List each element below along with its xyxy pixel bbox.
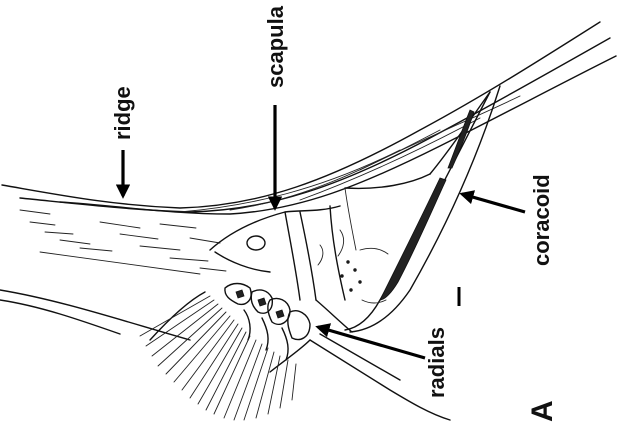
scapula-label: scapula bbox=[263, 5, 288, 88]
body-outline bbox=[2, 22, 616, 214]
coracoid-arrow-icon bbox=[462, 194, 525, 212]
body-hatching bbox=[0, 210, 226, 340]
scapula-shape bbox=[210, 206, 361, 300]
coracoid-label: coracoid bbox=[529, 174, 554, 266]
radials-label: radials bbox=[424, 327, 449, 398]
ridge-label: ridge bbox=[110, 86, 135, 140]
panel-label: A bbox=[526, 400, 559, 422]
